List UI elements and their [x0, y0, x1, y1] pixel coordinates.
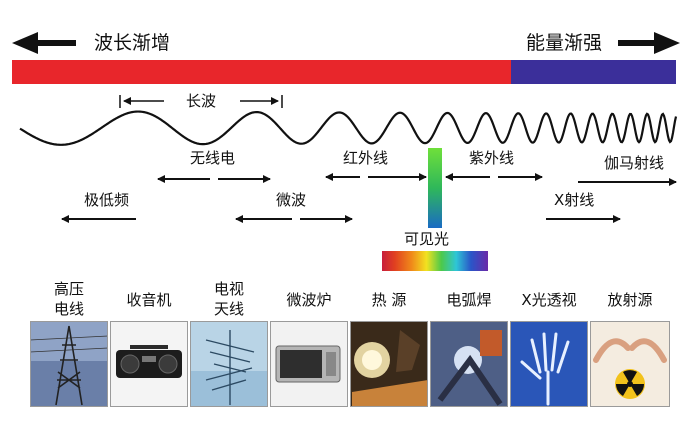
source-name-microwave-oven: 微波炉 [286, 291, 332, 309]
power-tower-icon [29, 321, 109, 407]
microwave-oven-icon [270, 321, 348, 407]
visible-strip [428, 148, 442, 228]
long-wave-label: 长波 [186, 92, 217, 110]
source-name-radio: 收音机 [126, 291, 172, 309]
microwave-label: 微波 [276, 191, 307, 209]
ultraviolet-label: 紫外线 [469, 149, 515, 167]
tv-antenna-icon [190, 321, 268, 407]
right-arrow-icon [618, 32, 680, 54]
wavelength-increase-label: 波长渐增 [94, 32, 171, 54]
long-wave-bar [12, 60, 511, 84]
source-name-power-line: 高压电线 [53, 280, 84, 318]
radio-icon [110, 321, 188, 407]
source-name-tv-antenna: 电视天线 [213, 280, 244, 318]
source-name-radiation: 放射源 [607, 291, 653, 309]
radio-label: 无线电 [190, 149, 236, 167]
arc-welding-icon [430, 321, 508, 407]
heat-source-icon [350, 321, 428, 407]
xray-hand-icon [510, 321, 588, 407]
xray-label: X射线 [554, 191, 595, 209]
wavelength-marker [119, 95, 283, 108]
short-wave-bar [511, 60, 676, 84]
visible-rainbow-bar [382, 251, 488, 271]
gamma-label: 伽马射线 [604, 154, 665, 172]
energy-increase-label: 能量渐强 [526, 32, 603, 54]
wave-line [19, 110, 678, 146]
infrared-label: 红外线 [343, 149, 389, 167]
elf-label: 极低频 [84, 191, 130, 209]
tile-borders [30, 321, 670, 407]
left-arrow-icon [12, 32, 76, 54]
radiation-icon [590, 321, 670, 407]
source-name-arc-welding: 电弧焊 [446, 291, 492, 309]
visible-label: 可见光 [404, 230, 450, 248]
source-name-xray: X光透视 [521, 291, 577, 309]
source-name-heat: 热 源 [371, 291, 407, 309]
